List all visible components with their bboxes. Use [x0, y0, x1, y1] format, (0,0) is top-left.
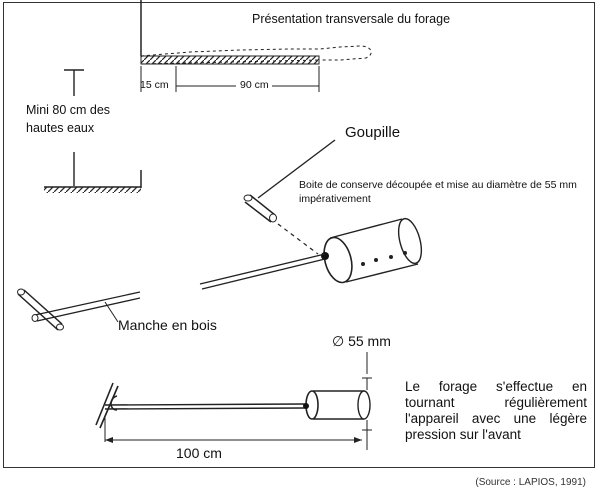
source-caption: (Source : LAPIOS, 1991)	[475, 477, 586, 488]
diagram-frame	[3, 2, 595, 468]
water-level-label: Mini 80 cm des hautes eaux	[26, 103, 111, 135]
dimension-90cm-label: 90 cm	[240, 79, 269, 91]
dimension-15cm-label: 15 cm	[140, 79, 169, 91]
can-label: Boite de conserve découpée et mise au di…	[299, 179, 577, 205]
pin-label: Goupille	[345, 124, 401, 141]
drill-depth-dimension	[140, 66, 320, 92]
can-part	[199, 217, 423, 290]
handle-label: Manche en bois	[118, 317, 217, 333]
diagram-title: Présentation transversale du forage	[252, 12, 451, 26]
pin-part	[243, 139, 336, 255]
assembled-auger	[95, 352, 372, 450]
wooden-handle-part	[17, 288, 141, 331]
water-level-marker	[44, 69, 142, 193]
bank-cross-section	[140, 0, 372, 65]
drilling-instruction: Le forage s'effectue en tournant réguliè…	[405, 379, 587, 442]
diameter-label: ∅ 55 mm	[332, 333, 391, 349]
length-label: 100 cm	[176, 445, 222, 461]
